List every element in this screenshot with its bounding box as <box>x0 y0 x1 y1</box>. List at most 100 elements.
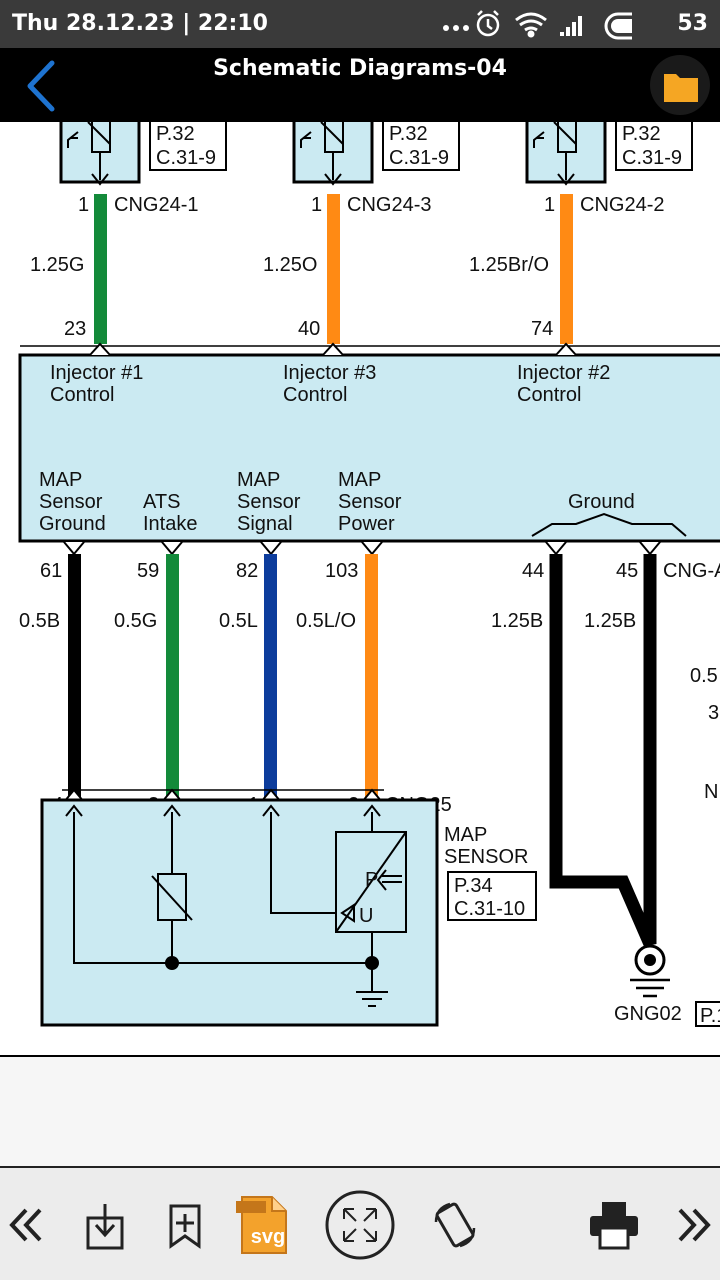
svg-text:Sensor: Sensor <box>237 491 301 513</box>
wire-0.5G <box>166 554 179 802</box>
ref-code: C.31-9 <box>389 147 449 169</box>
fit-screen-icon[interactable] <box>324 1182 396 1268</box>
add-bookmark-icon[interactable] <box>162 1182 208 1268</box>
wire-spec: 1.25G <box>30 254 84 276</box>
wire-0.5L <box>264 554 277 802</box>
back-arrow-icon[interactable] <box>14 48 74 122</box>
svg-text:Control: Control <box>50 384 114 406</box>
map-sensor-internal <box>65 804 407 1007</box>
svg-text:1.25B: 1.25B <box>491 610 543 632</box>
svg-text:P.1: P.1 <box>700 1005 720 1027</box>
svg-text:Sensor: Sensor <box>39 491 103 513</box>
svg-text:103: 103 <box>325 560 358 582</box>
wire-0.5B <box>68 554 81 802</box>
connector-right: CNG-A <box>663 560 720 582</box>
alarm-icon <box>476 10 500 37</box>
svg-text:59: 59 <box>137 560 159 582</box>
title-bar: Schematic Diagrams-04 <box>0 48 720 122</box>
injector-3 <box>292 122 374 186</box>
ground-ref[interactable]: P.1 <box>695 1001 720 1027</box>
ecu-lower-labels: MAP Sensor Ground ATS Intake MAP Sensor … <box>39 469 687 537</box>
svg-text:Ground: Ground <box>568 491 635 513</box>
svg-text:44: 44 <box>522 560 544 582</box>
svg-text:0.5: 0.5 <box>690 665 718 687</box>
sensor-ref[interactable]: P.34 C.31-10 <box>447 871 537 921</box>
sensor-name: SENSOR <box>444 846 528 868</box>
svg-text:MAP: MAP <box>338 469 381 491</box>
status-icons <box>443 10 632 40</box>
svg-text:Power: Power <box>338 513 395 535</box>
print-icon[interactable] <box>586 1182 642 1268</box>
battery-icon <box>604 12 632 40</box>
svg-text:Control: Control <box>517 384 581 406</box>
ref-code: C.31-9 <box>156 147 216 169</box>
more-dots-icon <box>443 25 469 31</box>
wire-0.5LO <box>365 554 378 802</box>
svg-text:Injector #1: Injector #1 <box>50 362 143 384</box>
injector-1-ref[interactable]: P.32 C.31-9 <box>149 122 227 171</box>
wire-spec: 1.25O <box>263 254 317 276</box>
injector-1 <box>59 122 141 186</box>
wifi-icon <box>515 12 547 38</box>
svg-text:Intake: Intake <box>143 513 197 535</box>
folder-icon[interactable] <box>646 48 716 122</box>
page-title: Schematic Diagrams-04 <box>213 56 507 81</box>
wire-spec: 1.25Br/O <box>469 254 549 276</box>
connector-label: CNG24-2 <box>580 194 664 216</box>
svg-text:3: 3 <box>708 702 719 724</box>
bottom-toolbar: svg <box>0 1166 720 1280</box>
ref-page: P.32 <box>389 123 428 145</box>
schematic-svg: P.32 C.31-9 P.32 C.31-9 P.32 C.31-9 1 CN… <box>0 122 720 1166</box>
svg-text:0.5B: 0.5B <box>19 610 60 632</box>
ecu-pin: 40 <box>298 318 320 340</box>
status-bar: Thu 28.12.23 | 22:10 53 <box>0 0 720 48</box>
pin-label: 1 <box>544 194 555 216</box>
svg-text:MAP: MAP <box>237 469 280 491</box>
connector-label: CNG24-1 <box>114 194 198 216</box>
signal-icon <box>560 16 582 36</box>
status-time: Thu 28.12.23 | 22:10 <box>12 11 268 36</box>
svg-text:0.5G: 0.5G <box>114 610 157 632</box>
sensor-u-label: U <box>359 905 373 927</box>
upper-wire-labels: 1 CNG24-1 1.25G 23 1 CNG24-3 1.25O 40 1 … <box>30 194 664 340</box>
pin-label: 1 <box>78 194 89 216</box>
svg-text:Sensor: Sensor <box>338 491 402 513</box>
svg-text:0.5L/O: 0.5L/O <box>296 610 356 632</box>
injector-2-ref[interactable]: P.32 C.31-9 <box>615 122 693 171</box>
svg-label: svg <box>251 1226 285 1248</box>
svg-text:MAP: MAP <box>39 469 82 491</box>
svg-text:Injector #3: Injector #3 <box>283 362 376 384</box>
pin-label: 1 <box>311 194 322 216</box>
svg-text:P.34: P.34 <box>454 875 493 897</box>
schematic-diagram[interactable]: P.32 C.31-9 P.32 C.31-9 P.32 C.31-9 1 CN… <box>0 122 720 1166</box>
svg-file-icon[interactable]: svg <box>232 1182 292 1268</box>
ecu-pin: 23 <box>64 318 86 340</box>
rotate-icon[interactable] <box>428 1182 482 1268</box>
svg-text:1.25B: 1.25B <box>584 610 636 632</box>
svg-text:Ground: Ground <box>39 513 106 535</box>
battery-level: 53 <box>677 11 708 36</box>
ecu-pin: 74 <box>531 318 553 340</box>
svg-text:0.5L: 0.5L <box>219 610 258 632</box>
ecu-box <box>18 353 720 543</box>
sensor-p-label: P <box>365 869 378 891</box>
download-icon[interactable] <box>80 1182 130 1268</box>
svg-text:Signal: Signal <box>237 513 293 535</box>
injector-3-ref[interactable]: P.32 C.31-9 <box>382 122 460 171</box>
svg-text:Control: Control <box>283 384 347 406</box>
ground-wires <box>549 554 657 947</box>
connector-label: CNG24-3 <box>347 194 431 216</box>
svg-text:C.31-10: C.31-10 <box>454 898 525 920</box>
prev-page-icon[interactable] <box>4 1182 48 1268</box>
ref-page: P.32 <box>622 123 661 145</box>
svg-text:N: N <box>704 781 718 803</box>
ground-symbol <box>630 944 670 998</box>
ground-label: GNG02 <box>614 1003 682 1025</box>
next-page-icon[interactable] <box>672 1182 716 1268</box>
ref-page: P.32 <box>156 123 195 145</box>
sensor-name: MAP <box>444 824 487 846</box>
svg-text:45: 45 <box>616 560 638 582</box>
wire-1.25BrO <box>560 194 573 344</box>
ecu-upper-labels: Injector #1 Control Injector #3 Control … <box>50 362 610 406</box>
wire-1.25G <box>94 194 107 344</box>
